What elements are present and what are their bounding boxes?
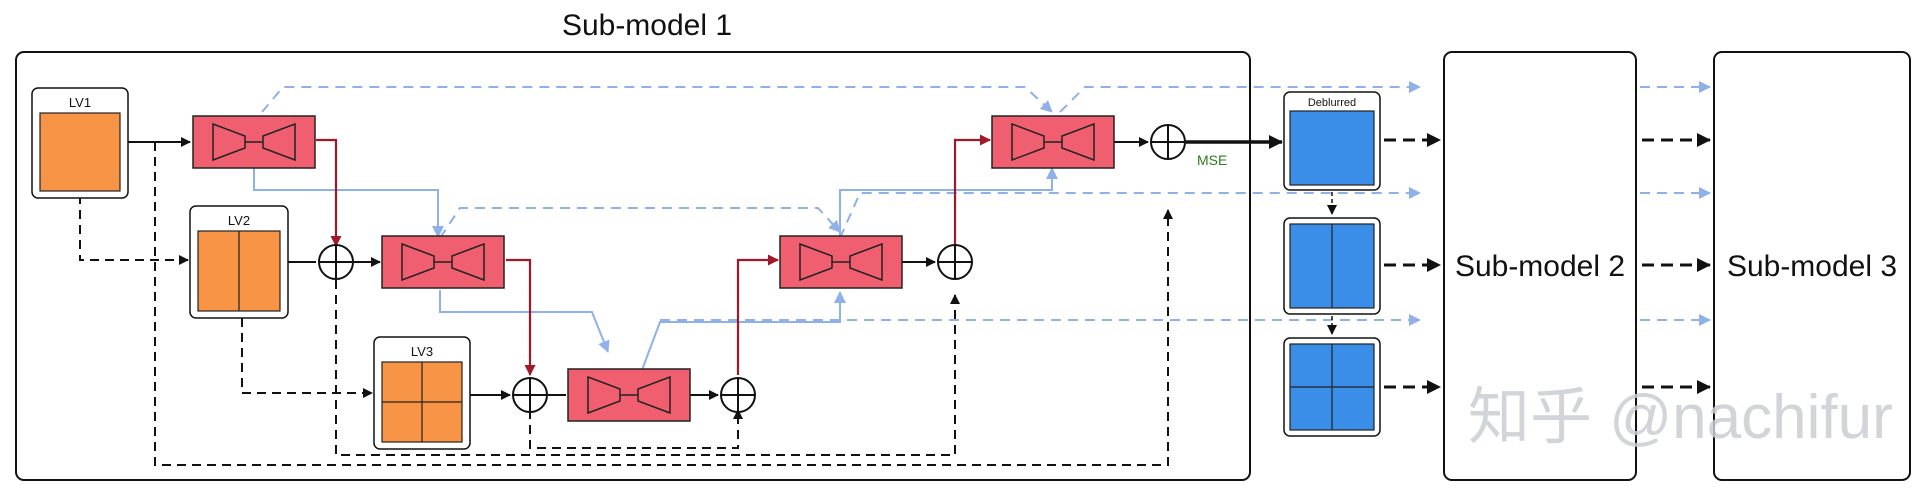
output-lv3	[1283, 337, 1381, 437]
submodel2-box	[1443, 51, 1637, 481]
main-flow-arrows	[122, 137, 1149, 400]
lv1-patch	[39, 112, 121, 192]
lv3-input: LV3	[373, 336, 471, 450]
sum-node-1	[318, 244, 354, 280]
deblurred-label: Deblurred	[1308, 97, 1356, 109]
output-lv2	[1283, 217, 1381, 315]
submodel1-title: Sub-model 1	[562, 9, 732, 42]
feature-arrows	[253, 167, 1058, 371]
watermark: 知乎 @nachifur	[1468, 383, 1893, 452]
lv3-label: LV3	[411, 344, 433, 359]
submodel1-frame	[15, 51, 1251, 481]
submodel2-label: Sub-model 2	[1455, 250, 1625, 283]
lv1-input: LV1	[31, 87, 129, 199]
encoder-decoder-lv2-b	[779, 235, 903, 289]
output-deblurred: Deblurred	[1283, 91, 1381, 191]
encoder-decoder-lv3	[567, 368, 691, 422]
submodel3-box	[1713, 51, 1911, 481]
submodel3-label: Sub-model 3	[1727, 250, 1897, 283]
encoder-decoder-lv1	[192, 115, 316, 169]
encoder-decoder-lv1-b	[991, 115, 1115, 169]
sum-node-5	[1150, 124, 1186, 160]
mse-label: MSE	[1197, 152, 1227, 168]
encoder-decoder-lv2-a	[381, 235, 505, 289]
to-submodel3-arrows	[1642, 133, 1711, 394]
sum-node-4	[937, 244, 973, 280]
lv2-label: LV2	[228, 213, 250, 228]
sum-node-2	[512, 377, 548, 413]
lv2-input: LV2	[189, 205, 289, 319]
deblurred-patch	[1289, 110, 1375, 186]
sum-node-3	[720, 377, 756, 413]
lv1-label: LV1	[69, 95, 91, 110]
to-submodel2-arrows	[1384, 133, 1441, 394]
residual-arrows	[316, 134, 991, 376]
skip-connections	[79, 142, 1173, 466]
